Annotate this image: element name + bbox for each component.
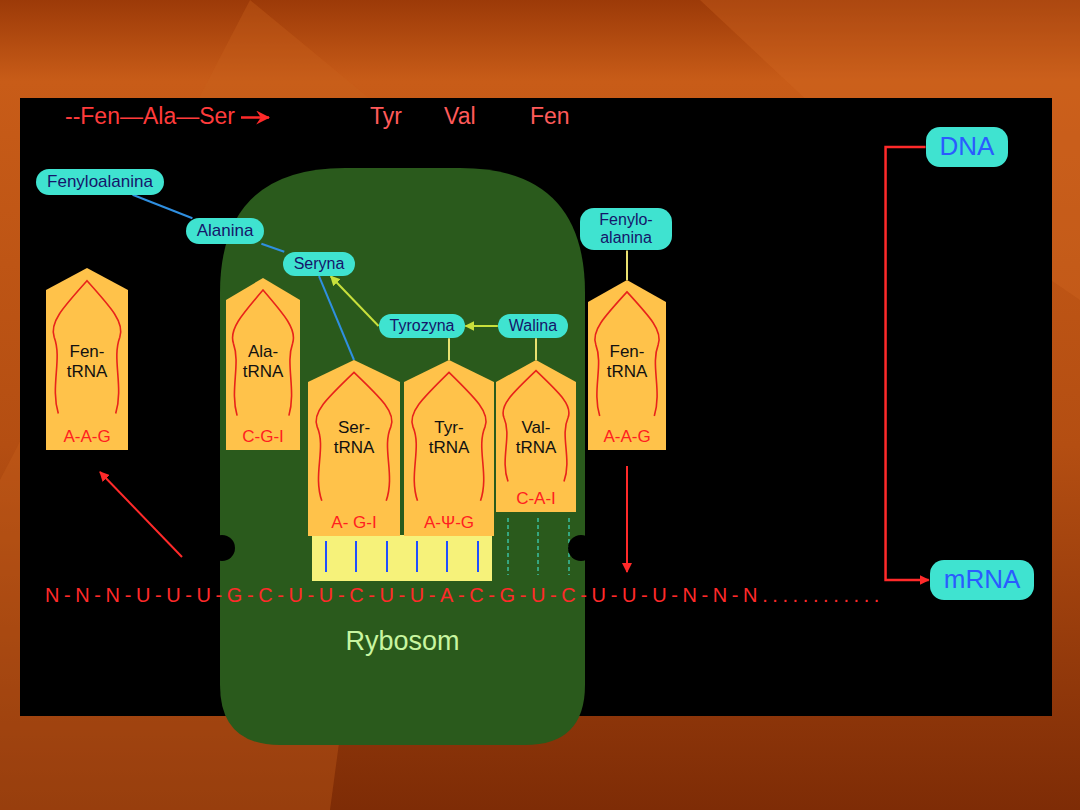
- mrna-sequence: N-N-N-U-U-U-G-C-U-U-C-U-U-A-C-G-U-C-U-U-…: [45, 584, 884, 607]
- amino-acid-pill: Seryna: [283, 252, 356, 276]
- pending-pairs: [508, 518, 569, 575]
- trna-molecule: Fen- tRNA A-A-G: [46, 268, 128, 450]
- ribosome-body: [220, 168, 585, 745]
- pill-label: mRNA: [944, 565, 1021, 595]
- base-pairs: [326, 541, 478, 572]
- pill-label: Tyrozyna: [390, 317, 455, 335]
- amino-acid-pill: Walina: [498, 314, 568, 338]
- amino-acid-pill: Fenylo- alanina: [580, 208, 672, 251]
- slide-texture: [0, 0, 420, 810]
- pill-label: DNA: [940, 132, 995, 162]
- trna-link: [535, 338, 537, 360]
- trna-loop-line: [412, 372, 486, 500]
- trna-name: Ala- tRNA: [238, 342, 288, 383]
- trna-body: [226, 278, 300, 450]
- peptide-bond: [133, 195, 193, 218]
- chain-arrow-line: [241, 116, 269, 119]
- trna-name: Fen- tRNA: [62, 342, 112, 383]
- amino-acid-pill: Alanina: [186, 218, 265, 244]
- pill-label: Alanina: [197, 221, 254, 241]
- ribosome-site-dot: [209, 535, 235, 561]
- entry-arrow: [626, 466, 628, 572]
- trna-molecule: Tyr- tRNA A-Ψ-G: [404, 360, 494, 536]
- trna-name: Val- tRNA: [511, 418, 561, 459]
- peptide-bond: [261, 244, 284, 252]
- amino-acid-abbrev: Val: [444, 103, 476, 130]
- pill-label: Fenylo- alanina: [591, 211, 661, 248]
- trna-link: [626, 250, 628, 280]
- trna-name: Ser- tRNA: [329, 418, 379, 459]
- trna-molecule: Ser- tRNA A- G-I: [308, 360, 400, 536]
- trna-body: [404, 360, 494, 536]
- pill-label: Seryna: [294, 255, 345, 273]
- anticodon: A-A-G: [603, 427, 650, 447]
- mrna-pill: mRNA: [930, 560, 1035, 600]
- trna-molecule: Ala- tRNA C-G-I: [226, 278, 300, 450]
- anticodon: A- G-I: [331, 513, 376, 533]
- trna-loop-line: [232, 290, 293, 416]
- ribosome: SerynaTyrozyna WalinaAla- tRNA C-G-I Ser- t…: [220, 168, 585, 745]
- pill-label: Walina: [509, 317, 557, 335]
- anticodon: C-G-I: [242, 427, 284, 447]
- amino-acid-abbrev: Tyr: [370, 103, 402, 130]
- anticodon: A-A-G: [63, 427, 110, 447]
- pill-label: Fenyloalanina: [47, 172, 153, 192]
- release-arrow: [100, 472, 182, 557]
- anticodon: C-A-I: [516, 489, 556, 509]
- trna-body: [46, 268, 128, 450]
- slide-texture: [700, 0, 1080, 300]
- transfer-arrow: [465, 325, 497, 327]
- amino-acid-pill: Tyrozyna: [379, 314, 466, 338]
- transcription-arrow: [886, 147, 929, 580]
- transfer-arrow: [331, 276, 379, 326]
- trna-body: [308, 360, 400, 536]
- trna-molecule: Val- tRNA C-A-I: [496, 360, 576, 512]
- trna-link: [448, 338, 450, 360]
- trna-name: Tyr- tRNA: [424, 418, 474, 459]
- trna-loop-line: [316, 372, 392, 500]
- diagram-panel: [20, 98, 1052, 716]
- trna-loop-line: [53, 281, 121, 414]
- amino-acid-abbrev: Fen: [530, 103, 570, 130]
- trna-body: [588, 280, 666, 450]
- amino-acid-pill: Fenyloalanina: [36, 169, 164, 195]
- codon-highlight: [312, 535, 492, 581]
- chain-label: --Fen—Ala—Ser: [65, 103, 235, 130]
- peptide-bond: [319, 276, 354, 360]
- chain-arrow: [241, 117, 269, 118]
- trna-loop-line: [503, 371, 569, 482]
- anticodon: A-Ψ-G: [424, 513, 474, 533]
- trna-molecule: Fen- tRNA A-A-G: [588, 280, 666, 450]
- ribosome-label: Rybosom: [220, 626, 585, 657]
- dna-pill: DNA: [926, 127, 1009, 167]
- trna-loop-line: [595, 292, 659, 416]
- trna-body: [496, 360, 576, 512]
- ribosome-site-dot: [568, 535, 594, 561]
- trna-name: Fen- tRNA: [602, 342, 652, 383]
